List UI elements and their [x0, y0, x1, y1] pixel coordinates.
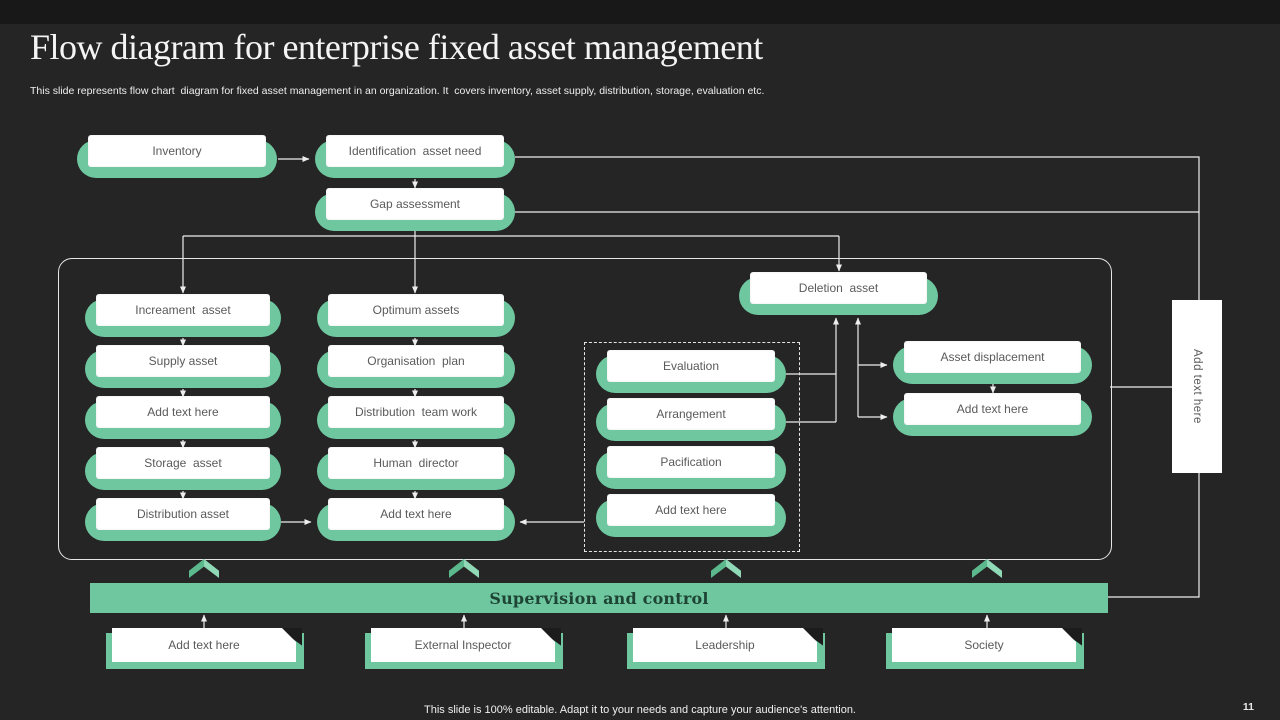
- node-label: Optimum assets: [372, 303, 460, 317]
- box-label: Society: [964, 638, 1004, 652]
- pill-face: Human director: [328, 447, 504, 479]
- node-add-text-col2[interactable]: Add text here: [317, 498, 515, 541]
- node-asset-displacement[interactable]: Asset displacement: [893, 341, 1092, 384]
- pill-face: Optimum assets: [328, 294, 504, 326]
- pill-face: Add text here: [607, 494, 775, 526]
- node-pacification[interactable]: Pacification: [596, 446, 786, 489]
- node-label: Add text here: [956, 402, 1029, 416]
- node-label: Supply asset: [148, 354, 218, 368]
- node-label: Add text here: [1191, 349, 1203, 424]
- page-subtitle: This slide represents flow chart diagram…: [30, 85, 765, 97]
- node-storage-asset[interactable]: Storage asset: [85, 447, 281, 490]
- node-label: Gap assessment: [369, 197, 461, 211]
- process-group-frame: [58, 258, 1112, 560]
- node-add-text-displacement[interactable]: Add text here: [893, 393, 1092, 436]
- box-label: External Inspector: [414, 638, 512, 652]
- node-side-add-text[interactable]: Add text here: [1172, 300, 1222, 473]
- node-label: Add text here: [655, 503, 727, 517]
- node-gap-assessment[interactable]: Gap assessment: [315, 188, 515, 231]
- top-strip: [0, 0, 1280, 24]
- box-label: Add text here: [168, 638, 240, 652]
- node-label: Evaluation: [662, 359, 720, 373]
- node-label: Add text here: [380, 507, 452, 521]
- box-face: Leadership: [633, 628, 817, 662]
- bottom-box-leadership[interactable]: Leadership: [627, 628, 825, 669]
- node-label: Increament asset: [135, 303, 231, 317]
- node-label: Organisation plan: [367, 354, 465, 368]
- pill-face: Arrangement: [607, 398, 775, 430]
- pill-face: Gap assessment: [326, 188, 504, 220]
- pill-face: Deletion asset: [750, 272, 927, 304]
- node-distribution-asset[interactable]: Distribution asset: [85, 498, 281, 541]
- bottom-box-external-inspector[interactable]: External Inspector: [365, 628, 563, 669]
- node-distribution-team-work[interactable]: Distribution team work: [317, 396, 515, 439]
- node-human-director[interactable]: Human director: [317, 447, 515, 490]
- node-label: Human director: [373, 456, 459, 470]
- bottom-box-society[interactable]: Society: [886, 628, 1084, 669]
- pill-face: Supply asset: [96, 345, 270, 377]
- page-number: 11: [1242, 701, 1254, 713]
- node-label: Inventory: [152, 144, 202, 158]
- node-deletion-asset[interactable]: Deletion asset: [739, 272, 938, 315]
- node-label: Asset displacement: [940, 350, 1045, 364]
- pill-face: Organisation plan: [328, 345, 504, 377]
- pill-face: Inventory: [88, 135, 266, 167]
- pill-face: Add text here: [328, 498, 504, 530]
- pill-face: Evaluation: [607, 350, 775, 382]
- node-inventory[interactable]: Inventory: [77, 135, 277, 178]
- node-evaluation[interactable]: Evaluation: [596, 350, 786, 393]
- pill-face: Distribution asset: [96, 498, 270, 530]
- pill-face: Asset displacement: [904, 341, 1081, 373]
- page-title: Flow diagram for enterprise fixed asset …: [30, 27, 763, 67]
- box-label: Leadership: [695, 638, 755, 652]
- box-face: External Inspector: [371, 628, 555, 662]
- pill-face: Increament asset: [96, 294, 270, 326]
- dashed-group-frame: [584, 342, 800, 552]
- node-label: Distribution team work: [354, 405, 478, 419]
- node-increament-asset[interactable]: Increament asset: [85, 294, 281, 337]
- pill-face: Identification asset need: [326, 135, 504, 167]
- box-face: Add text here: [112, 628, 296, 662]
- node-label: Storage asset: [144, 456, 222, 470]
- pill-face: Pacification: [607, 446, 775, 478]
- node-label: Identification asset need: [348, 144, 482, 158]
- node-label: Arrangement: [656, 407, 726, 421]
- footer-note: This slide is 100% editable. Adapt it to…: [424, 704, 856, 716]
- node-add-text-dashed[interactable]: Add text here: [596, 494, 786, 537]
- box-face: Society: [892, 628, 1076, 662]
- pill-face: Distribution team work: [328, 396, 504, 428]
- node-identification-asset-need[interactable]: Identification asset need: [315, 135, 515, 178]
- node-label: Pacification: [660, 455, 722, 469]
- pill-face: Add text here: [904, 393, 1081, 425]
- node-supply-asset[interactable]: Supply asset: [85, 345, 281, 388]
- pill-face: Add text here: [96, 396, 270, 428]
- node-label: Add text here: [147, 405, 219, 419]
- node-label: Distribution asset: [136, 507, 230, 521]
- supervision-bar-label: Supervision and control: [489, 588, 709, 608]
- node-arrangement[interactable]: Arrangement: [596, 398, 786, 441]
- node-label: Deletion asset: [798, 281, 879, 295]
- node-organisation-plan[interactable]: Organisation plan: [317, 345, 515, 388]
- node-optimum-assets[interactable]: Optimum assets: [317, 294, 515, 337]
- pill-face: Storage asset: [96, 447, 270, 479]
- bottom-box-add-text[interactable]: Add text here: [106, 628, 304, 669]
- node-add-text-col1[interactable]: Add text here: [85, 396, 281, 439]
- supervision-bar[interactable]: Supervision and control: [90, 583, 1108, 613]
